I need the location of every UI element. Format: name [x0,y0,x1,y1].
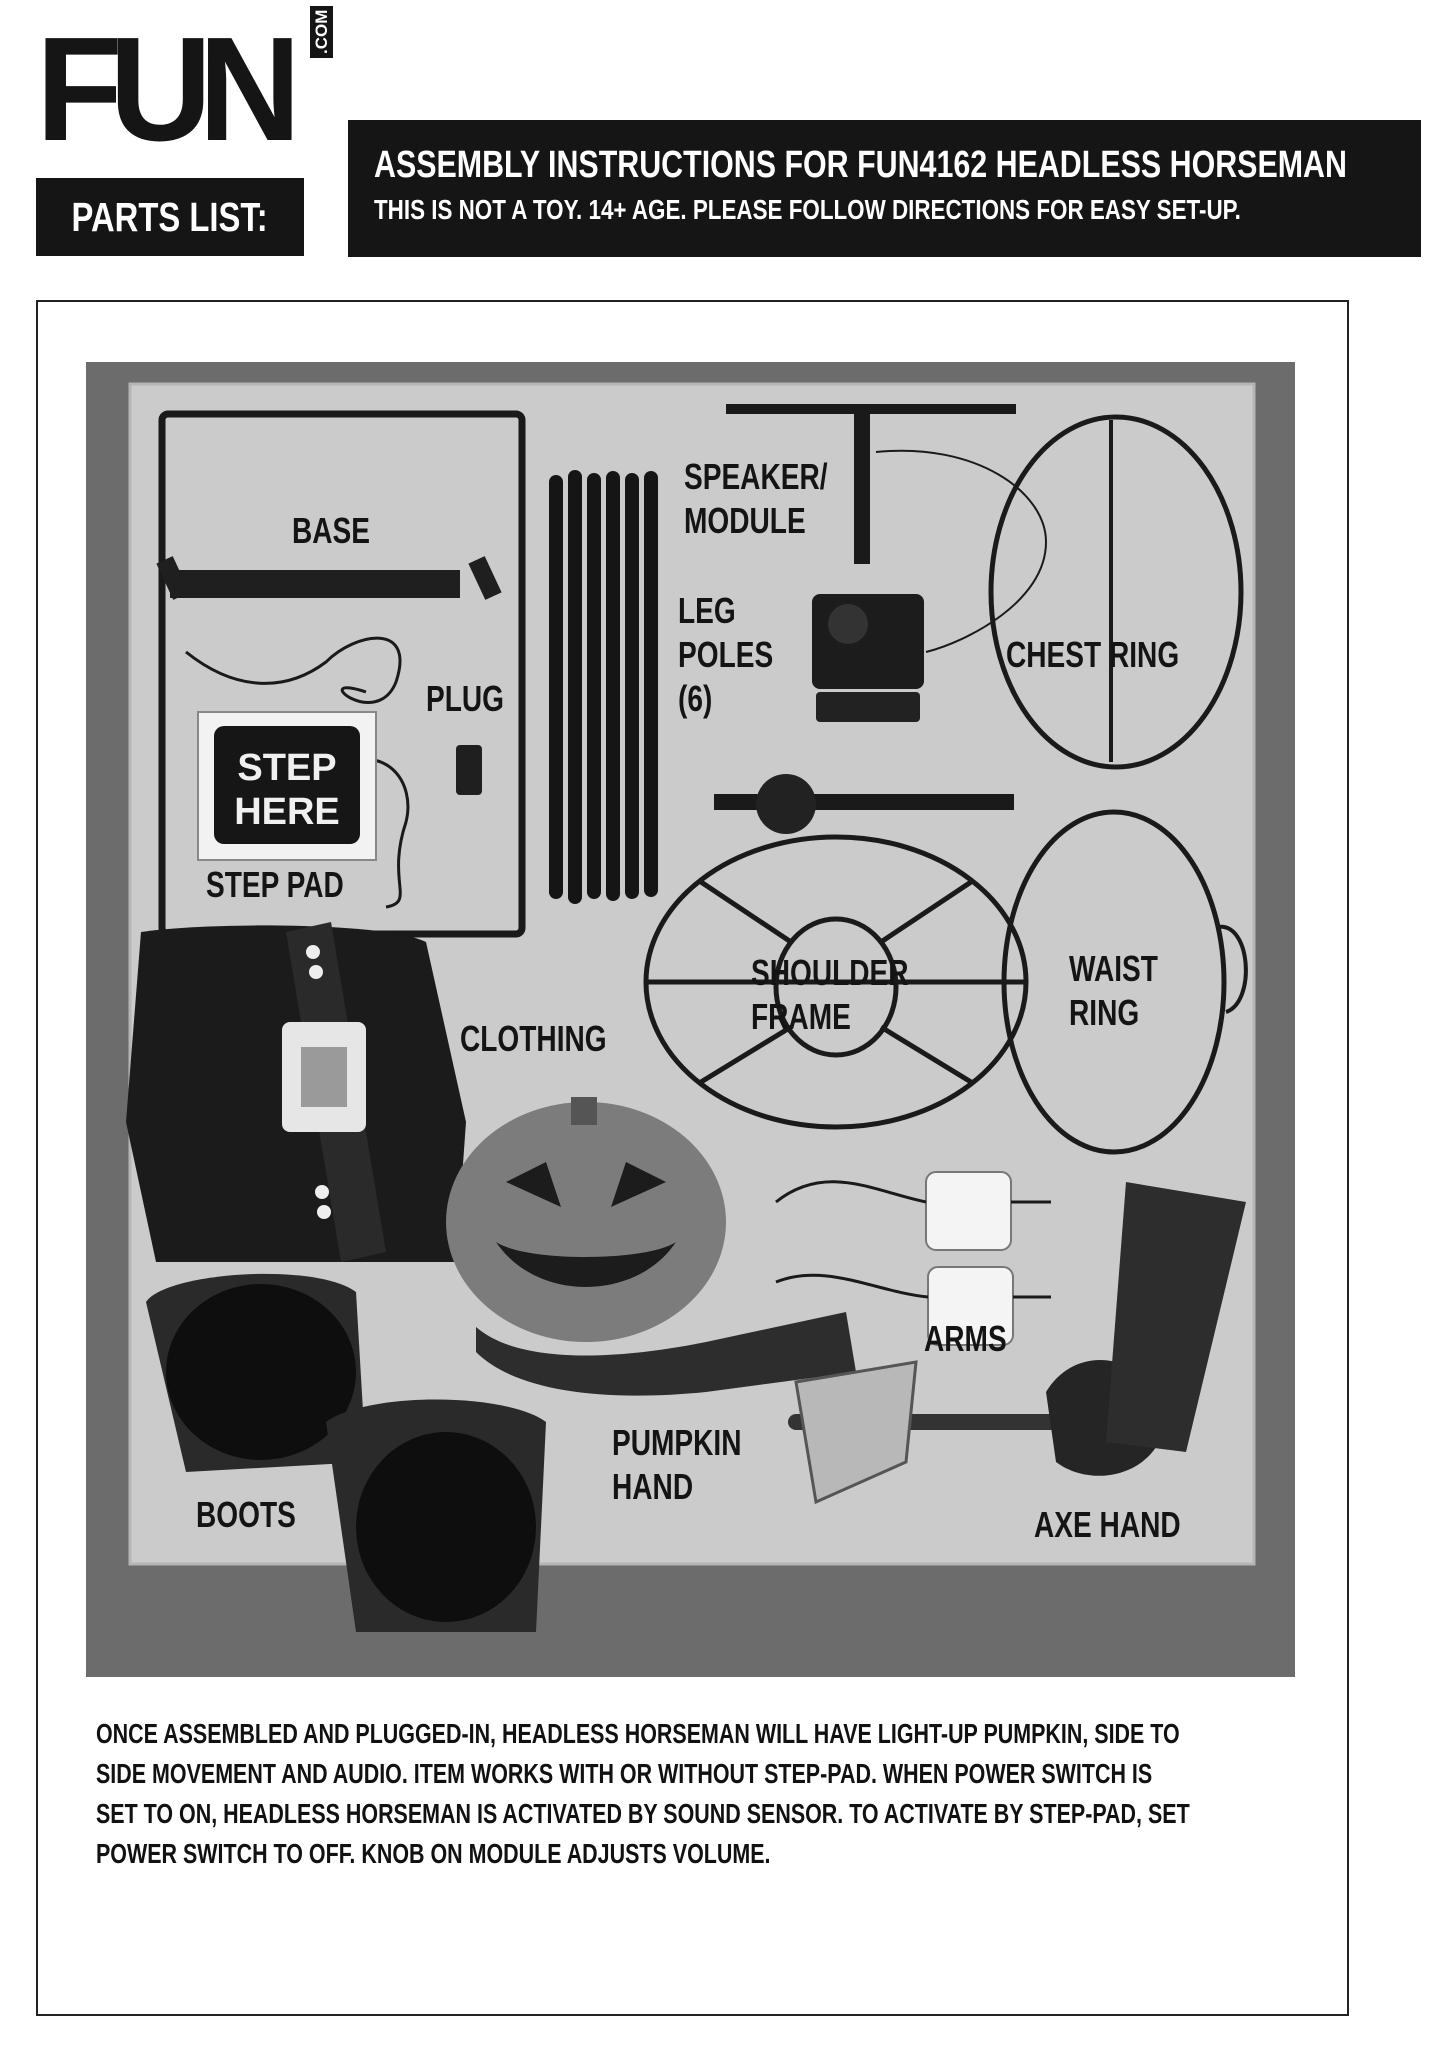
leg-poles [549,470,658,904]
label-step-pad: STEP PAD [206,864,344,905]
label-pumpkin-line2: HAND [612,1466,694,1507]
step-pad: STEP HERE [197,711,377,861]
content-frame [36,300,1349,2016]
shoulder-frame [643,834,1029,1130]
waist-ring [1001,809,1227,1155]
description-line-2: SIDE MOVEMENT AND AUDIO. ITEM WORKS WITH… [96,1758,1153,1789]
label-speaker-line2: MODULE [684,500,806,541]
title-banner: ASSEMBLY INSTRUCTIONS FOR FUN4162 HEADLE… [348,120,1421,257]
label-waist-line1: WAIST [1069,948,1158,989]
label-axe-hand: AXE HAND [1034,1504,1181,1545]
step-pad-print-here: HERE [234,791,340,833]
logo-com-suffix: .COM [310,5,333,58]
boots [146,1273,546,1632]
speaker-module [714,404,1048,834]
label-base: BASE [292,510,371,551]
description-line-3: SET TO ON, HEADLESS HORSEMAN IS ACTIVATE… [96,1798,1190,1829]
label-boots: BOOTS [196,1494,296,1535]
label-plug: PLUG [426,678,505,719]
parts-photo-illustration: STEP HERE [126,382,1256,1632]
label-arms: ARMS [924,1318,1007,1359]
parts-list-heading: PARTS LIST: [36,178,304,256]
axe [788,1360,1074,1505]
chest-ring [988,414,1244,770]
fun-com-logo: FUN .COM [36,5,333,164]
logo-wordmark: FUN [36,7,301,172]
label-waist-line2: RING [1069,992,1140,1033]
arm-spools [775,1171,1051,1346]
parts-list-label: PARTS LIST: [71,193,269,240]
label-speaker-line1: SPEAKER/ [684,456,828,497]
pumpkin-head [446,1097,726,1342]
document-subtitle: THIS IS NOT A TOY. 14+ AGE. PLEASE FOLLO… [374,194,1241,225]
label-clothing: CLOTHING [460,1018,607,1059]
pumpkin-hand [476,1312,856,1396]
label-shoulder-line1: SHOULDER [751,952,909,993]
label-leg-line2: POLES [678,634,774,675]
label-shoulder-line2: FRAME [751,996,851,1037]
step-pad-print-step: STEP [237,747,336,789]
description-line-4: POWER SWITCH TO OFF. KNOB ON MODULE ADJU… [96,1838,771,1869]
document-title: ASSEMBLY INSTRUCTIONS FOR FUN4162 HEADLE… [374,144,1347,186]
clothing [126,922,466,1262]
assembly-description: ONCE ASSEMBLED AND PLUGGED-IN, HEADLESS … [96,1714,1306,1874]
description-line-1: ONCE ASSEMBLED AND PLUGGED-IN, HEADLESS … [96,1718,1180,1749]
label-chest-ring: CHEST RING [1006,634,1180,675]
label-pumpkin-line1: PUMPKIN [612,1422,742,1463]
label-leg-line1: LEG [678,590,736,631]
label-leg-line3: (6) [678,678,713,719]
parts-photo: STEP HERE [86,362,1295,1677]
